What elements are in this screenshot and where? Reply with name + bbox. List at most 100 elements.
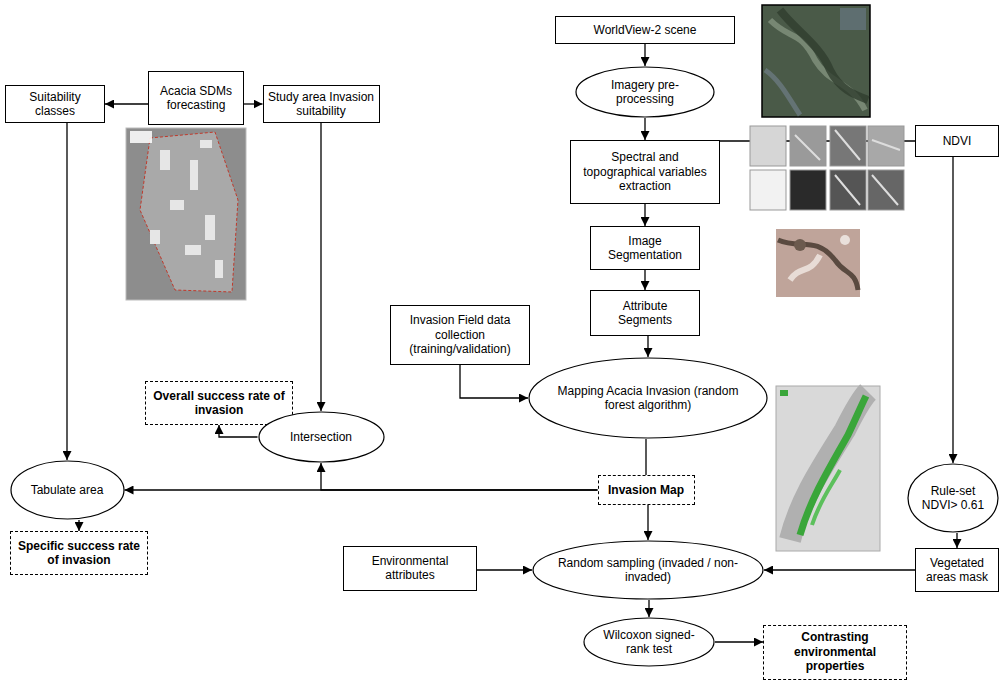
text-block: Overall success rate of invasion [150, 389, 288, 418]
variable-thumbnails [750, 126, 904, 210]
text-block: Environmental attributes [348, 554, 472, 583]
connector [956, 533, 957, 548]
node-text: Wilcoxon signed-rank test [598, 628, 701, 657]
node-text: Random sampling (invaded / non-invaded) [558, 556, 739, 585]
text-block: Study area Invasion suitability [268, 90, 375, 119]
node-text: Image Segmentation [595, 234, 695, 263]
node-text: Invasion Map [603, 483, 690, 497]
output-box: Overall success rate of invasion [145, 381, 293, 425]
text-block: Spectral and topographical variables ext… [575, 150, 715, 193]
process-ellipse: Rule-set NDVI> 0.61 [907, 463, 999, 533]
ellipse-shape [529, 358, 767, 438]
connector [244, 103, 263, 104]
process-box: NDVI [915, 125, 999, 157]
text-block: Imagery pre-processing [591, 78, 700, 107]
node-text: Imagery pre-processing [591, 78, 700, 107]
ellipse-shape [908, 464, 998, 532]
text-block: Invasion Map [603, 483, 690, 497]
connector [66, 123, 67, 460]
text-block: Random sampling (invaded / non-invaded) [558, 556, 739, 585]
connector [648, 600, 649, 617]
process-ellipse: Wilcoxon signed-rank test [583, 617, 715, 667]
connector [645, 439, 646, 475]
text-block: Contrasting environmental properties [768, 630, 902, 673]
node-text: Spectral and topographical variables ext… [575, 150, 715, 193]
node-text: Study area Invasion suitability [268, 90, 375, 119]
node-text: NDVI [920, 134, 994, 148]
ellipse-shape [576, 67, 714, 117]
node-text: Attribute Segments [595, 299, 695, 328]
process-box: Study area Invasion suitability [263, 85, 380, 123]
node-text: Specific success rate of invasion [15, 539, 143, 568]
ellipse-shape [11, 461, 124, 519]
node-text: Contrasting environmental properties [768, 630, 902, 673]
text-block: Image Segmentation [595, 234, 695, 263]
connector [647, 505, 648, 540]
connector [477, 569, 532, 570]
text-block: Suitability classes [10, 90, 100, 119]
output-box: Contrasting environmental properties [763, 625, 907, 680]
node-text: Suitability classes [10, 90, 100, 119]
process-ellipse: Random sampling (invaded / non-invaded) [532, 540, 764, 600]
node-text: Overall success rate of invasion [150, 389, 288, 418]
segmentation-image [776, 229, 860, 297]
text-block: Specific success rate of invasion [15, 539, 143, 568]
process-ellipse: Intersection [258, 411, 385, 463]
connector [715, 641, 763, 642]
ellipse-shape [259, 412, 384, 462]
process-box: Attribute Segments [590, 290, 700, 336]
process-box: Acacia SDMs forecasting [148, 71, 244, 125]
node-text: Mapping Acacia Invasion (random forest a… [555, 384, 742, 413]
connector [219, 425, 258, 437]
text-block: Vegetated areas mask [920, 556, 994, 585]
text-block: WorldView-2 scene [560, 23, 730, 37]
ellipse-shape [584, 618, 714, 666]
ellipse-shape [533, 541, 763, 599]
connector [644, 44, 645, 66]
output-box: Invasion Map [598, 475, 695, 505]
node-text: Intersection [272, 430, 371, 444]
process-ellipse: Imagery pre-processing [575, 66, 715, 118]
connector [644, 118, 645, 140]
process-box: Environmental attributes [343, 546, 477, 591]
text-block: Tabulate area [22, 483, 112, 497]
text-block: Intersection [272, 430, 371, 444]
connector [647, 336, 648, 357]
process-ellipse: Mapping Acacia Invasion (random forest a… [528, 357, 768, 439]
connector [764, 569, 915, 570]
text-block: Acacia SDMs forecasting [153, 84, 239, 113]
satellite-image [762, 5, 870, 117]
node-text: Environmental attributes [348, 554, 472, 583]
connector [644, 204, 645, 226]
connector [644, 270, 645, 290]
node-text: Rule-set NDVI> 0.61 [917, 484, 989, 513]
text-block: Mapping Acacia Invasion (random forest a… [555, 384, 742, 413]
node-text: Tabulate area [22, 483, 112, 497]
process-box: Spectral and topographical variables ext… [570, 140, 720, 204]
text-block: NDVI [920, 134, 994, 148]
text-block: Rule-set NDVI> 0.61 [917, 484, 989, 513]
connector [460, 365, 528, 398]
process-ellipse: Tabulate area [10, 460, 125, 520]
invasion-map-image [776, 386, 880, 551]
output-box: Specific success rate of invasion [10, 531, 148, 575]
process-box: WorldView-2 scene [555, 16, 735, 44]
process-box: Suitability classes [5, 85, 105, 123]
suitability-map [126, 128, 246, 300]
connector [952, 157, 953, 463]
text-block: Wilcoxon signed-rank test [598, 628, 701, 657]
connector [321, 463, 598, 490]
text-block: Invasion Field data collection (training… [395, 313, 525, 356]
node-text: Invasion Field data collection (training… [395, 313, 525, 356]
node-text: Acacia SDMs forecasting [153, 84, 239, 113]
text-block: Attribute Segments [595, 299, 695, 328]
process-box: Invasion Field data collection (training… [390, 305, 530, 365]
process-box: Vegetated areas mask [915, 548, 999, 592]
node-text: WorldView-2 scene [560, 23, 730, 37]
connector [78, 520, 79, 531]
process-box: Image Segmentation [590, 226, 700, 270]
connector [105, 103, 148, 104]
node-text: Vegetated areas mask [920, 556, 994, 585]
connector [320, 123, 321, 411]
